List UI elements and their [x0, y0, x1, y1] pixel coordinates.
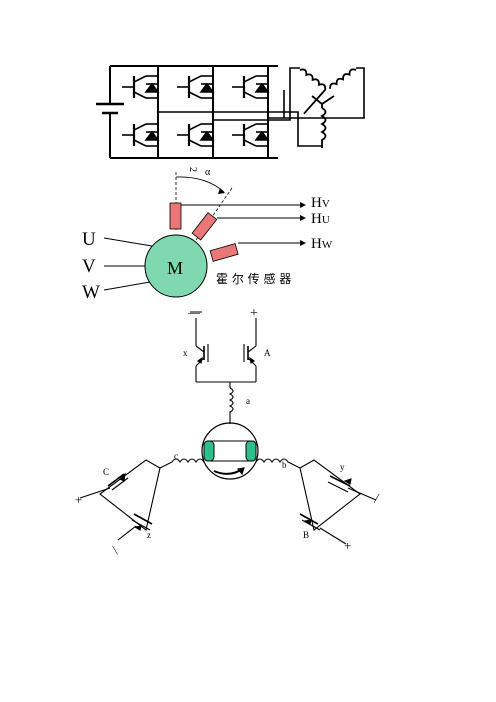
inverter-circuit [96, 65, 365, 159]
phase-output-wire-1 [158, 111, 322, 147]
bar-mark-right: | [373, 492, 381, 503]
switch-c-label: C [103, 467, 109, 477]
switch-a-label: A [264, 348, 271, 358]
switch-y [327, 475, 377, 501]
motor-circle [144, 234, 208, 298]
igbt-icon [177, 123, 215, 147]
igbt-icon [232, 123, 270, 147]
hall-output-v: HV [311, 195, 330, 211]
switch-b-label: B [303, 530, 309, 540]
hall-output-u: HU [311, 211, 330, 227]
igbt-icon [122, 123, 160, 147]
phase-label-w: W [82, 282, 100, 303]
winding-switch-diagram [79, 311, 377, 545]
igbt-icon [232, 75, 270, 99]
coil-c [159, 458, 205, 469]
rotor-housing [201, 422, 259, 480]
switch-x [195, 334, 209, 382]
cross-mark-left: + [75, 492, 82, 507]
phase-output-wire-2 [213, 67, 300, 121]
cross-mark-right: + [344, 538, 351, 553]
hall-sensor-w [209, 243, 239, 262]
hall-sensor-caption: 霍 尔 传 感 器 [216, 271, 291, 286]
angle-label-2: 2 [187, 167, 198, 172]
switch-a-upper [243, 334, 257, 382]
coil-c-label: c [174, 451, 178, 461]
hall-sensor-diagram: U V W M 2 α HV HU HW 霍 尔 传 感 器 [82, 167, 333, 303]
coil-a [228, 387, 234, 424]
igbt-switches [122, 75, 270, 147]
winding-coil-left [299, 68, 327, 115]
switch-c-upper [79, 472, 129, 499]
switch-z [117, 513, 153, 541]
battery-icon [96, 98, 124, 128]
hall-sensor-u [191, 212, 218, 241]
plus-label: + [250, 306, 258, 321]
hall-sensor-v [169, 202, 182, 230]
angle-label-alpha: α [205, 167, 211, 178]
igbt-icon [177, 75, 215, 99]
bar-mark-left: | [111, 544, 119, 555]
switch-z-label: z [147, 530, 151, 540]
coil-b-label: b [282, 460, 287, 470]
winding-switch-labels: — + x A a c b C z y B + | | + [75, 305, 381, 556]
switch-x-label: x [183, 348, 188, 358]
phase-label-u: U [82, 229, 96, 250]
phase-output-wire-3 [268, 67, 365, 119]
motor-label: M [167, 258, 183, 278]
winding-coil-right [329, 68, 357, 89]
coil-a-label: a [246, 396, 250, 406]
minus-label: — [187, 305, 201, 319]
coil-b [255, 458, 301, 469]
hall-output-w: HW [311, 236, 333, 252]
star-winding [299, 68, 357, 148]
winding-coil-bottom [320, 107, 327, 148]
angle-arc [175, 176, 225, 193]
switch-y-label: y [340, 462, 345, 472]
igbt-icon [122, 75, 160, 99]
phase-label-v: V [82, 256, 96, 277]
switch-b-upper [299, 513, 347, 545]
